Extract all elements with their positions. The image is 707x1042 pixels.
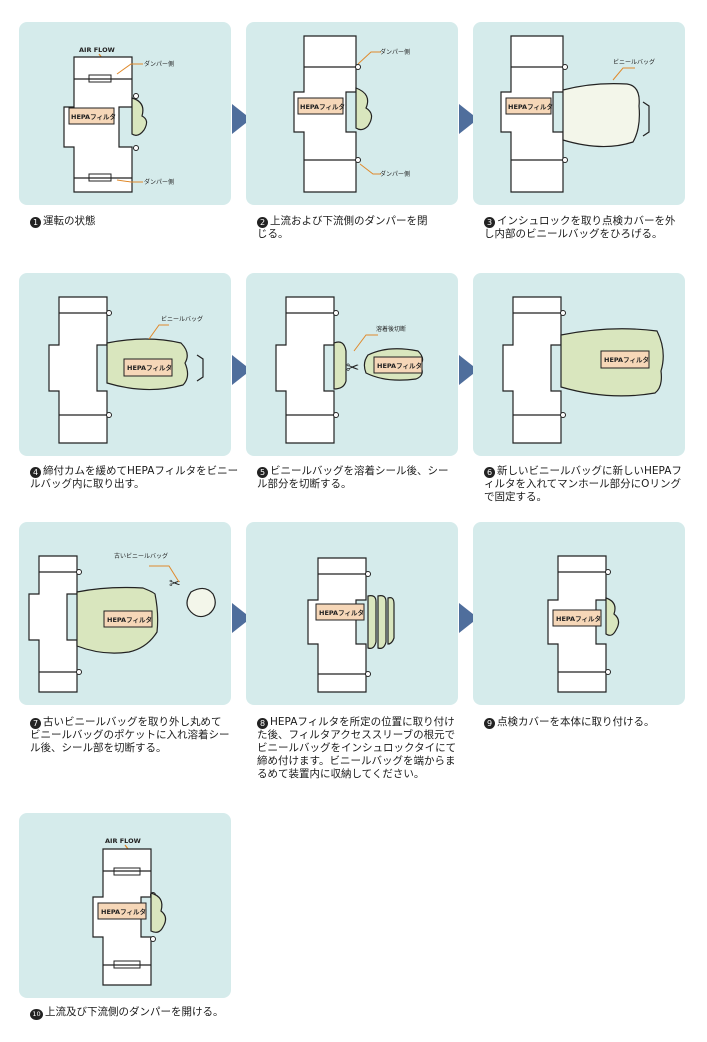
step-panel-3: HEPAフィルタ ビニールバッグ [473,22,685,205]
air-flow-label: AIR FLOW [79,46,115,54]
step-panel-8: HEPAフィルタ [246,522,458,705]
step-2-diagram: ダンパー側 ダンパー側 HEPAフィルタ [293,35,410,193]
step-5-diagram: ✂ HEPAフィルタ 溶着後切断 [275,296,424,444]
hepa-filter-label: HEPAフィルタ [127,363,172,372]
damper-label-upper: ダンパー側 [380,48,410,56]
step-7-diagram: HEPAフィルタ ✂ 古いビニールバッグ [28,552,216,693]
hepa-filter-label: HEPAフィルタ [319,608,364,617]
step-number-1: 1 [30,217,41,228]
hepa-filter-label: HEPAフィルタ [377,361,422,370]
hepa-filter-label: HEPAフィルタ [300,102,345,111]
hepa-filter [315,603,365,621]
step-number-7: 7 [30,718,41,729]
step-number-6: 6 [484,467,495,478]
step-4-diagram: HEPAフィルタ ビニールバッグ [48,296,204,444]
step-number-2: 2 [257,217,268,228]
duct-body [275,296,335,444]
step-panel-10: AIR FLOW HEPAフィルタ [19,813,231,998]
step-panel-7: HEPAフィルタ ✂ 古いビニールバッグ [19,522,231,705]
hepa-filter [123,358,173,377]
vinyl-bag-label: ビニールバッグ [613,58,655,66]
step-panel-4: HEPAフィルタ ビニールバッグ [19,273,231,456]
old-vinyl-bag-label: 古いビニールバッグ [114,552,168,560]
duct-body [48,296,108,444]
step-number-8: 8 [257,718,268,729]
hepa-filter [552,609,602,627]
step-text-2: 上流および下流側のダンパーを閉じる。 [257,215,428,240]
step-8-diagram: HEPAフィルタ [307,557,395,693]
step-number-5: 5 [257,467,268,478]
damper-label-upper: ダンパー側 [144,60,174,68]
step-panel-2: ダンパー側 ダンパー側 HEPAフィルタ [246,22,458,205]
duct-body [502,296,562,444]
scissors-icon: ✂ [169,576,181,592]
step-panel-1: AIR FLOW ダンパー側 ダンパー側 HEPAフィルタ [19,22,231,205]
damper-label-lower: ダンパー側 [380,170,410,178]
folded-bag [355,87,373,131]
weld-cut-label: 溶着後切断 [376,325,406,333]
air-flow-label: AIR FLOW [105,837,141,845]
hepa-filter [103,610,153,628]
step-number-3: 3 [484,217,495,228]
step-3-diagram: HEPAフィルタ ビニールバッグ [500,35,655,193]
step-number-10: 10 [30,1009,43,1020]
step-text-10: 上流及び下流側のダンパーを開ける。 [45,1006,224,1018]
step-text-9: 点検カバーを本体に取り付ける。 [497,716,655,728]
step-9-diagram: HEPAフィルタ [547,555,620,693]
step-text-8: HEPAフィルタを所定の位置に取り付けた後、フィルタアクセススリーブの根元でビニ… [257,716,457,780]
step-text-7: 古いビニールバッグを取り外し丸めてビニールバッグのポケットに入れ溶着シール後、シ… [30,716,230,754]
hepa-filter [505,97,552,115]
hepa-filter-label: HEPAフィルタ [101,907,146,916]
vinyl-bag-label: ビニールバッグ [161,315,203,323]
hepa-filter-label: HEPAフィルタ [71,112,116,121]
folded-bag [131,97,148,136]
step-1-diagram: AIR FLOW ダンパー側 ダンパー側 HEPAフィルタ [63,46,174,193]
step-text-3: インシュロックを取り点検カバーを外し内部のビニールバッグをひろげる。 [484,215,676,240]
hepa-filter [297,97,344,115]
damper-label-lower: ダンパー側 [144,178,174,186]
vinyl-bag [562,83,640,148]
hepa-filter-label: HEPAフィルタ [556,614,601,623]
old-bag-roll [186,587,216,618]
step-text-4: 締付カムを緩めてHEPAフィルタをビニールバッグ内に取り出す。 [30,465,239,490]
hepa-filter [97,902,147,920]
duct-body [307,557,367,693]
hepa-filter-label: HEPAフィルタ [508,102,553,111]
folded-bag [150,892,167,933]
hepa-filter [600,350,650,369]
folded-bag [605,597,620,636]
hepa-filter-label: HEPAフィルタ [107,615,152,624]
step-panel-6: HEPAフィルタ [473,273,685,456]
hepa-filter [68,107,115,125]
step-text-5: ビニールバッグを溶着シール後、シール部分を切断する。 [257,465,449,490]
rolled-bag [367,595,377,649]
step-text-1: 運転の状態 [43,215,96,227]
step-number-4: 4 [30,467,41,478]
step-10-diagram: AIR FLOW HEPAフィルタ [92,837,167,986]
step-number-9: 9 [484,718,495,729]
hepa-filter [373,356,423,374]
scissors-icon: ✂ [346,358,359,377]
step-6-diagram: HEPAフィルタ [502,296,664,444]
bag-stub [333,341,347,390]
hepa-filter-label: HEPAフィルタ [604,355,649,364]
step-panel-5: ✂ HEPAフィルタ 溶着後切断 [246,273,458,456]
step-panel-9: HEPAフィルタ [473,522,685,705]
step-text-6: 新しいビニールバッグに新しいHEPAフィルタを入れてマンホール部分にOリングで固… [484,465,682,503]
